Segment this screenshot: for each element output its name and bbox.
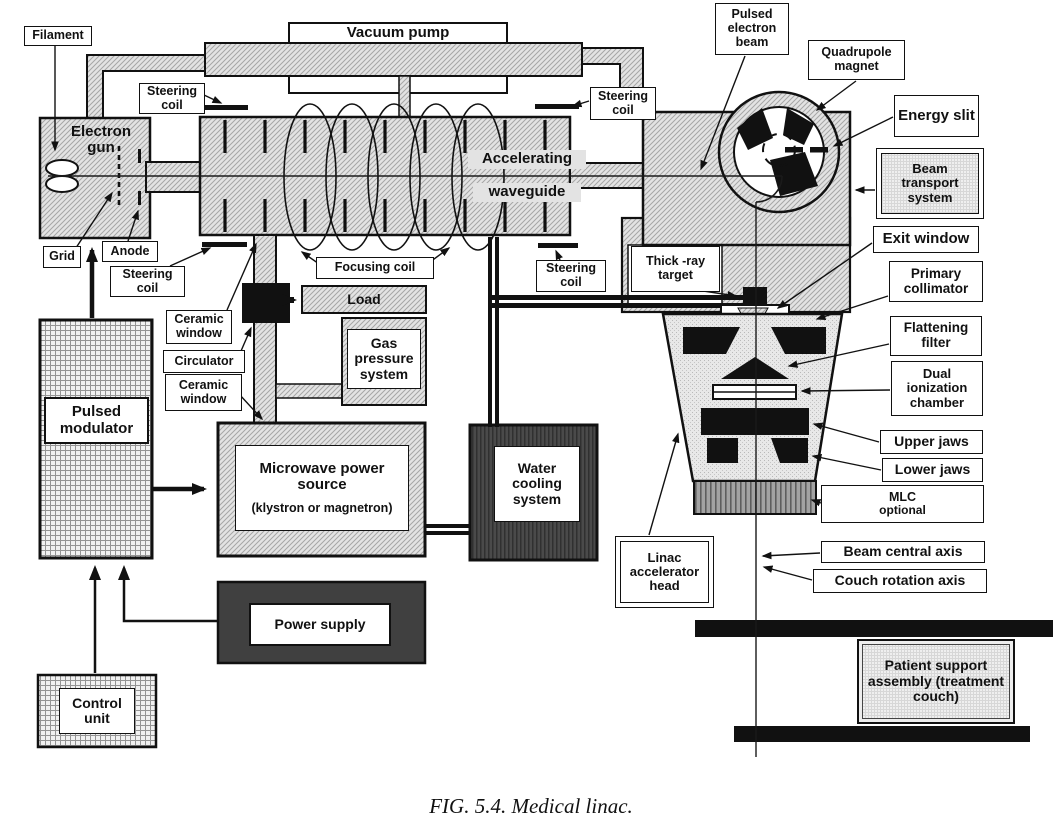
leader-arrows-icon [51, 46, 894, 581]
xray-target-label: Thick -ray target [631, 246, 720, 292]
filament-label: Filament [24, 26, 92, 46]
energy-slit-icon [810, 147, 828, 153]
steering-coil-label-lower-left: Steering coil [110, 266, 185, 297]
grid-label: Grid [43, 246, 81, 268]
vacuum-pump-label: Vacuum pump [346, 24, 450, 42]
focusing-coil-icon [283, 103, 505, 251]
electron-gun-label: Electron gun [70, 122, 131, 156]
beam-central-axis-label: Beam central axis [821, 541, 985, 563]
quadrupole-magnet-label: Quadrupole magnet [808, 40, 905, 80]
microwave-power-source-label: Microwave power source (klystron or magn… [235, 445, 409, 531]
primary-collimator-icon [683, 327, 740, 354]
upper-jaws-label: Upper jaws [880, 430, 983, 454]
water-cooling-system-label: Water cooling system [494, 446, 580, 522]
steering-coil-label-upper-right: Steering coil [590, 87, 656, 120]
vacuum-pump-shape [86, 22, 644, 119]
load-label: Load [347, 290, 381, 307]
xray-target-icon [743, 287, 767, 308]
patient-support-label: Patient support assembly (treatment couc… [857, 639, 1015, 724]
couch-rotation-axis-label: Couch rotation axis [813, 569, 987, 593]
mlc-icon [693, 480, 817, 515]
power-arrows-icon [86, 247, 297, 673]
flattening-filter-label: Flattening filter [890, 316, 982, 356]
waveguide-irises-icon [223, 120, 547, 232]
primary-collimator-label: Primary collimator [889, 261, 983, 302]
ceramic-window-label-upper: Ceramic window [166, 310, 232, 344]
beam-transport-system-label: Beam transport system [876, 148, 984, 219]
accelerating-waveguide-label-line2: waveguide [473, 183, 581, 202]
accelerating-waveguide-label-line1: Accelerating [468, 150, 586, 169]
linac-accelerator-head-text: Linac accelerator head [620, 541, 709, 603]
steering-coil-label-lower-right: Steering coil [536, 260, 606, 292]
anode-label: Anode [102, 241, 158, 262]
focusing-coil-label: Focusing coil [316, 257, 434, 279]
control-unit-label: Control unit [59, 688, 135, 734]
figure-caption: FIG. 5.4. Medical linac. [429, 793, 633, 818]
steering-coil-label-upper-left: Steering coil [139, 83, 205, 114]
energy-slit-icon [785, 147, 803, 153]
microwave-title: Microwave power source [259, 459, 385, 494]
exit-window-label: Exit window [873, 226, 979, 253]
mlc-subtitle: optional [879, 503, 926, 518]
upper-jaws-icon [701, 408, 809, 435]
circulator-icon [242, 283, 290, 323]
dual-ionization-chamber-label: Dual ionization chamber [891, 361, 983, 416]
lower-jaws-icon [771, 438, 808, 463]
power-supply-label: Power supply [249, 603, 391, 646]
circulator-label: Circulator [163, 350, 245, 373]
lower-jaws-label: Lower jaws [882, 458, 983, 482]
gas-pressure-system-label: Gas pressure system [347, 329, 421, 389]
filament-coil-icon [45, 159, 79, 177]
accelerating-waveguide-shape [198, 103, 658, 251]
ceramic-window-label-lower: Ceramic window [165, 374, 242, 411]
mlc-label: MLC optional [821, 485, 984, 523]
pulsed-modulator-label: Pulsed modulator [44, 397, 149, 444]
primary-collimator-icon [771, 327, 826, 354]
linac-accelerator-head-label: Linac accelerator head [615, 536, 714, 608]
flattening-filter-icon [721, 357, 789, 379]
treatment-couch-icon [695, 620, 1053, 742]
beam-path-icon [48, 175, 783, 757]
beam-transport-system-text: Beam transport system [881, 153, 979, 214]
quadrupole-magnet-icon [737, 108, 818, 196]
microwave-subtitle: (klystron or magnetron) [251, 500, 393, 515]
mlc-title: MLC [888, 489, 917, 504]
pulsed-electron-beam-label: Pulsed electron beam [715, 3, 789, 55]
filament-coil-icon [45, 175, 79, 193]
linac-head-shape [661, 287, 844, 515]
energy-slit-label: Energy slit [894, 95, 979, 137]
lower-jaws-icon [707, 438, 738, 463]
cooling-pipes-icon [425, 237, 745, 535]
steering-coil-icon [202, 104, 579, 248]
